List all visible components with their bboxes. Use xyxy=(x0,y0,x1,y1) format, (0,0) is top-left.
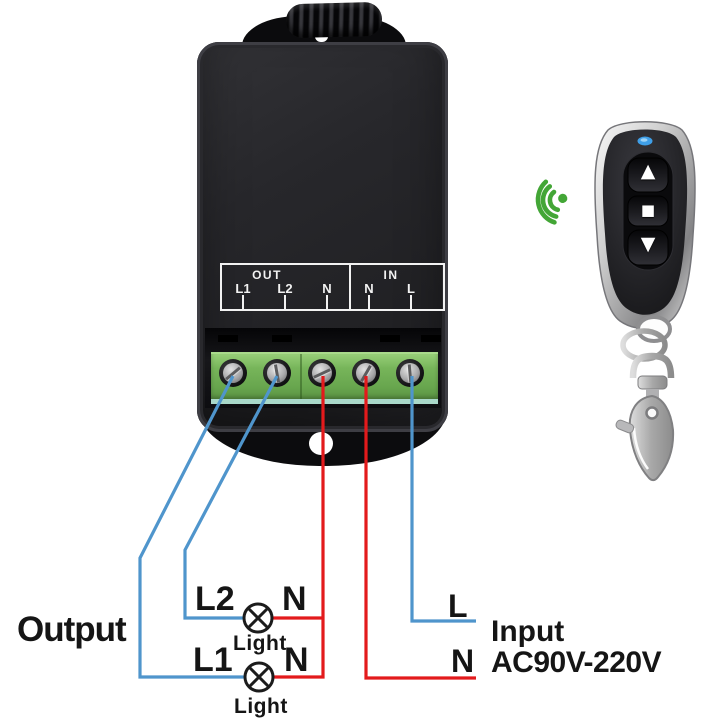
terminal-label-in-l: L xyxy=(407,281,415,296)
swivel-link xyxy=(629,352,675,379)
vent-slot xyxy=(218,335,238,342)
led-highlight xyxy=(640,138,648,142)
terminal-screw-out-l2 xyxy=(263,359,291,387)
terminal-block-base xyxy=(211,399,438,404)
label-input-n: N xyxy=(451,643,475,679)
wireless-signal-icon xyxy=(535,179,568,225)
label-n-top: N xyxy=(282,580,307,618)
light-bulb-symbol-top xyxy=(242,602,274,634)
label-input-l: L xyxy=(448,588,468,624)
clasp-lever xyxy=(615,419,635,434)
label-box-divider xyxy=(349,265,351,309)
terminal-tick xyxy=(242,295,244,309)
clasp-gap xyxy=(632,427,649,470)
terminal-block-seam xyxy=(300,354,302,399)
label-output: Output xyxy=(17,610,127,649)
vent-slot xyxy=(272,335,292,342)
label-n-bottom: N xyxy=(284,641,309,679)
terminal-tick xyxy=(326,295,328,309)
vent-slot xyxy=(421,335,441,342)
terminal-label-l1: L1 xyxy=(235,281,251,296)
light-bulb-symbol-bottom xyxy=(243,661,275,693)
label-l1: L1 xyxy=(193,641,233,679)
terminal-label-in-n: N xyxy=(364,281,374,296)
vent-slot xyxy=(380,335,400,342)
terminal-screw-out-l1 xyxy=(219,359,247,387)
up-arrow-icon: ▲ xyxy=(640,160,656,182)
spring-antenna xyxy=(285,1,383,39)
swivel-barrel xyxy=(637,375,668,390)
terminal-screw-in-n xyxy=(352,359,380,387)
terminal-screw-out-n xyxy=(308,359,336,387)
terminal-tick xyxy=(368,295,370,309)
down-button xyxy=(627,229,669,266)
terminal-label-l2: L2 xyxy=(277,281,293,296)
lobster-clasp-keychain xyxy=(615,328,675,482)
label-input-voltage: AC90V-220V xyxy=(491,646,662,679)
terminal-label-box: OUT IN L1 L2 N N L xyxy=(220,263,445,311)
terminal-label-out-n: N xyxy=(322,281,332,296)
label-l2: L2 xyxy=(195,580,235,618)
stop-button xyxy=(627,195,669,227)
label-input: Input xyxy=(491,615,565,648)
out-group-label: OUT xyxy=(252,268,282,282)
clasp-neck xyxy=(646,389,659,398)
terminal-screw-in-l xyxy=(396,359,424,387)
down-arrow-icon: ▼ xyxy=(640,233,656,255)
label-light-bottom: Light xyxy=(234,695,288,718)
terminal-tick xyxy=(410,295,412,309)
terminal-tick xyxy=(284,295,286,309)
in-group-label: IN xyxy=(383,268,399,282)
remote-body xyxy=(594,121,696,343)
mounting-hole xyxy=(309,432,333,455)
remote-control xyxy=(594,121,696,482)
stop-square-icon: ■ xyxy=(640,201,656,219)
clasp-rivet xyxy=(645,406,659,420)
label-light-top: Light xyxy=(233,632,287,655)
up-button xyxy=(627,157,669,193)
